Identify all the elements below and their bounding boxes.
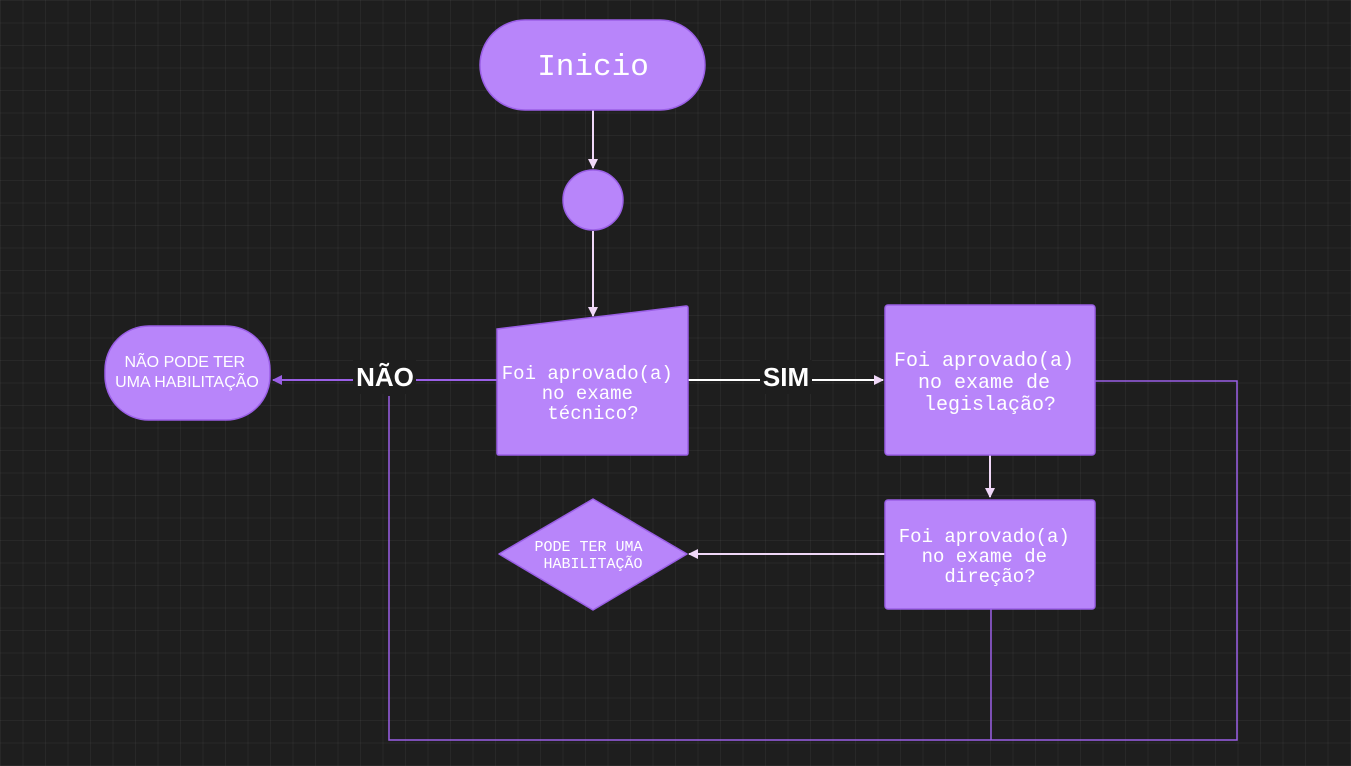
legislation-exam-node-shape: [884, 304, 1096, 456]
driving-exam-line-1: Foi aprovado(a): [899, 526, 1070, 548]
driving-exam-node[interactable]: Foi aprovado(a) no exame de direção?: [884, 499, 1096, 610]
edge-label-no: NÃO: [356, 362, 414, 392]
nodes: Inicio Foi aprovado(a) no exame técnico?…: [104, 19, 1096, 611]
edge-label-yes: SIM: [763, 362, 809, 392]
technical-exam-label: Foi aprovado(a) no exame técnico?: [502, 363, 684, 425]
can-license-node[interactable]: PODE TER UMA HABILITAÇÃO: [498, 498, 688, 611]
start-node[interactable]: Inicio: [479, 19, 706, 111]
start-node-label: Inicio: [537, 50, 649, 85]
no-license-node[interactable]: NÃO PODE TER UMA HABILITAÇÃO: [104, 325, 271, 421]
legislation-exam-line-1: Foi aprovado(a): [894, 350, 1074, 373]
driving-exam-label: Foi aprovado(a) no exame de direção?: [899, 526, 1081, 588]
no-license-node-shape: [104, 325, 271, 421]
legislation-exam-label: Foi aprovado(a) no exame de legislação?: [894, 350, 1086, 417]
legislation-exam-line-2: no exame de: [918, 372, 1050, 395]
no-license-line-2: UMA HABILITAÇÃO: [115, 371, 259, 391]
legislation-exam-line-3: legislação?: [924, 394, 1056, 417]
edge-legislation-no-loop: [388, 380, 1238, 741]
technical-exam-line-1: Foi aprovado(a): [502, 363, 673, 385]
edge-labels: NÃO SIM: [353, 360, 812, 394]
can-license-label: PODE TER UMA HABILITAÇÃO: [534, 539, 651, 573]
connector-node-shape: [562, 169, 624, 231]
yes-label-backdrop: [760, 360, 812, 394]
no-license-label: NÃO PODE TER UMA HABILITAÇÃO: [115, 351, 259, 391]
technical-exam-node[interactable]: Foi aprovado(a) no exame técnico?: [496, 305, 689, 456]
connector-node[interactable]: [562, 169, 624, 231]
driving-exam-line-2: no exame de: [922, 546, 1047, 568]
technical-exam-line-2: no exame: [542, 383, 633, 405]
start-node-shape: [479, 19, 706, 111]
no-license-line-1: NÃO PODE TER: [124, 351, 245, 371]
technical-exam-line-3: técnico?: [547, 403, 638, 425]
no-label-backdrop: [353, 360, 416, 394]
can-license-node-shape: [498, 498, 688, 611]
can-license-line-2: HABILITAÇÃO: [543, 556, 642, 573]
legislation-exam-node[interactable]: Foi aprovado(a) no exame de legislação?: [884, 304, 1096, 456]
can-license-line-1: PODE TER UMA: [534, 539, 642, 556]
technical-exam-node-shape: [496, 305, 689, 456]
driving-exam-node-shape: [884, 499, 1096, 610]
driving-exam-line-3: direção?: [944, 566, 1035, 588]
